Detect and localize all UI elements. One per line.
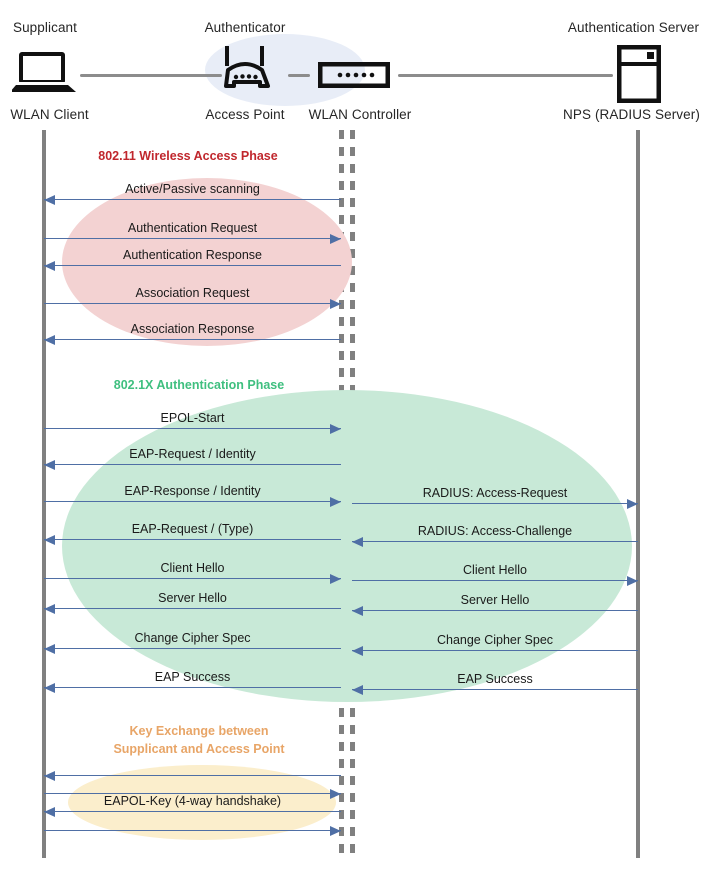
arrow-head-left bbox=[44, 682, 55, 693]
message-label: EAP-Request / (Type) bbox=[131, 522, 254, 536]
arrow-head-right bbox=[627, 575, 638, 586]
server-icon bbox=[616, 44, 662, 108]
wlan-controller-icon bbox=[317, 61, 391, 93]
arrow-head-left bbox=[44, 459, 55, 470]
message-line bbox=[352, 610, 638, 611]
message-label: Association Response bbox=[130, 322, 255, 336]
arrow-head-left bbox=[352, 645, 363, 656]
message-line bbox=[352, 689, 638, 690]
message-label: Authentication Request bbox=[127, 221, 258, 235]
message-line bbox=[44, 687, 341, 688]
message-line bbox=[352, 650, 638, 651]
message-line bbox=[44, 830, 341, 831]
arrow-head-right bbox=[627, 498, 638, 509]
phase-ellipse-802-11 bbox=[62, 178, 352, 346]
arrow-head-right bbox=[330, 423, 341, 434]
actor-role-authenticator: Authenticator bbox=[204, 20, 286, 35]
lifeline-supplicant bbox=[42, 130, 46, 858]
arrow-head-right bbox=[330, 298, 341, 309]
message-label: EAPOL-Key (4-way handshake) bbox=[103, 794, 282, 808]
arrow-head-left bbox=[352, 536, 363, 547]
actor-role-supplicant: Supplicant bbox=[12, 20, 78, 35]
actor-device-nps: NPS (RADIUS Server) bbox=[563, 107, 700, 122]
message-line bbox=[44, 608, 341, 609]
message-label: Server Hello bbox=[158, 591, 227, 605]
message-label: EAP Success bbox=[457, 672, 533, 686]
arrow-head-right bbox=[330, 496, 341, 507]
arrow-head-left bbox=[44, 534, 55, 545]
message-label: Client Hello bbox=[463, 563, 527, 577]
message-line bbox=[352, 503, 638, 504]
arrow-head-right bbox=[330, 825, 341, 836]
arrow-head-left bbox=[44, 770, 55, 781]
actor-device-wlan-controller: WLAN Controller bbox=[308, 107, 412, 122]
actor-device-access-point: Access Point bbox=[205, 107, 285, 122]
message-line bbox=[44, 199, 341, 200]
arrow-head-left bbox=[44, 806, 55, 817]
message-label: EAP-Request / Identity bbox=[129, 447, 256, 461]
wire-controller-to-server bbox=[398, 74, 613, 77]
phase-ellipse-key-exchange bbox=[68, 765, 336, 840]
arrow-head-left bbox=[44, 194, 55, 205]
message-label: Client Hello bbox=[160, 561, 225, 575]
message-label: Change Cipher Spec bbox=[436, 633, 554, 647]
arrow-head-left bbox=[44, 603, 55, 614]
message-line bbox=[352, 580, 638, 581]
laptop-icon bbox=[10, 52, 78, 99]
message-label: EAP-Response / Identity bbox=[124, 484, 261, 498]
message-line bbox=[44, 238, 341, 239]
message-line bbox=[44, 464, 341, 465]
message-line bbox=[44, 648, 341, 649]
actor-role-auth-server: Authentication Server bbox=[567, 20, 700, 35]
message-line bbox=[44, 578, 341, 579]
arrow-head-left bbox=[44, 260, 55, 271]
arrow-head-right bbox=[330, 788, 341, 799]
arrow-head-left bbox=[44, 334, 55, 345]
message-label: RADIUS: Access-Request bbox=[422, 486, 568, 500]
message-label: Server Hello bbox=[460, 593, 530, 607]
arrow-head-left bbox=[352, 605, 363, 616]
phase-title-802-11: 802.11 Wireless Access Phase bbox=[98, 149, 278, 163]
message-label: Association Request bbox=[135, 286, 250, 300]
access-point-icon bbox=[214, 46, 276, 99]
arrow-head-right bbox=[330, 233, 341, 244]
message-line bbox=[44, 265, 341, 266]
message-label: EAP Success bbox=[154, 670, 231, 684]
message-label: Active/Passive scanning bbox=[125, 182, 260, 196]
message-label: Authentication Response bbox=[123, 248, 262, 262]
message-label: RADIUS: Access-Challenge bbox=[417, 524, 573, 538]
arrow-head-right bbox=[330, 573, 341, 584]
message-line bbox=[44, 339, 341, 340]
message-line bbox=[352, 541, 638, 542]
message-label: Change Cipher Spec bbox=[134, 631, 251, 645]
message-line bbox=[44, 303, 341, 304]
wire-client-to-ap bbox=[80, 74, 222, 77]
wire-ap-to-controller bbox=[288, 74, 310, 77]
message-line bbox=[44, 811, 341, 812]
actor-device-wlan-client: WLAN Client bbox=[10, 107, 89, 122]
message-line bbox=[44, 775, 341, 776]
message-label: EPOL-Start bbox=[160, 411, 225, 425]
arrow-head-left bbox=[44, 643, 55, 654]
phase-title-key-exchange: Key Exchange between Supplicant and Acce… bbox=[113, 724, 285, 756]
phase-ellipse-802-1x bbox=[62, 390, 632, 702]
phase-title-802-1x: 802.1X Authentication Phase bbox=[113, 378, 285, 392]
lifeline-auth-server bbox=[636, 130, 640, 858]
message-line bbox=[44, 428, 341, 429]
message-line bbox=[44, 539, 341, 540]
message-line bbox=[44, 793, 341, 794]
message-line bbox=[44, 501, 341, 502]
arrow-head-left bbox=[352, 684, 363, 695]
